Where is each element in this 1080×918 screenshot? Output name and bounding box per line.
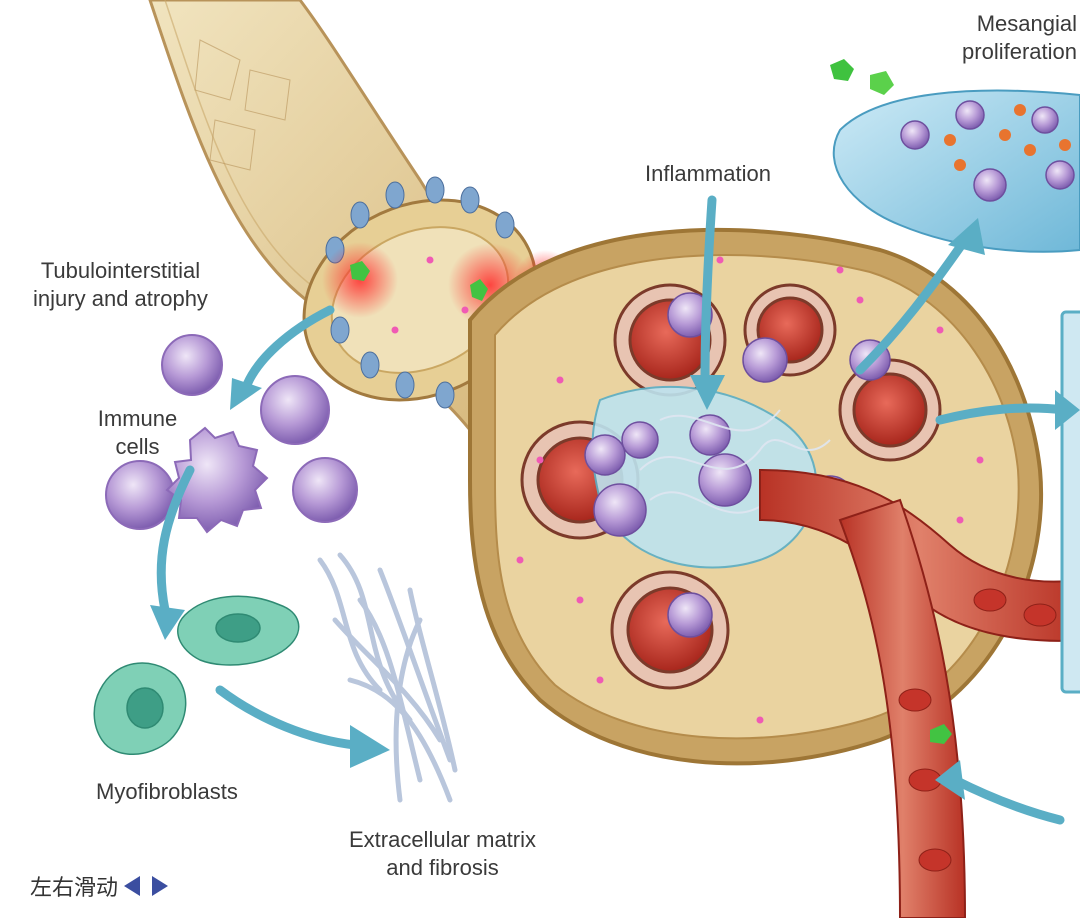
label-immune-line1: Immune bbox=[97, 406, 178, 431]
swipe-text: 左右滑动 bbox=[30, 876, 119, 901]
swipe-right-icon[interactable] bbox=[152, 876, 169, 896]
label-inflammation: Inflammation bbox=[645, 161, 771, 186]
arrow-to-right-panel bbox=[935, 403, 1070, 425]
arrow-bottom-right bbox=[950, 775, 1065, 825]
immune-cells-cluster bbox=[105, 334, 358, 534]
mesangial-plate bbox=[830, 59, 1080, 253]
label-tubulointerstitial: Tubulointerstitial injury and atrophy bbox=[18, 257, 223, 313]
label-tubulo-line2: injury and atrophy bbox=[33, 286, 208, 311]
label-myofibroblasts: Myofibroblasts bbox=[96, 779, 238, 804]
extracellular-matrix-fibers bbox=[317, 552, 458, 803]
label-mesangial-proliferation: Mesangial proliferation bbox=[962, 10, 1077, 66]
label-ecm-line2: and fibrosis bbox=[386, 855, 499, 880]
arrow-to-mesangial bbox=[855, 235, 970, 375]
label-tubulo-line1: Tubulointerstitial bbox=[40, 258, 201, 283]
myofibroblasts-cells bbox=[93, 595, 300, 755]
arrow-tubule-to-immune bbox=[240, 305, 335, 395]
swipe-left-icon[interactable] bbox=[124, 876, 141, 896]
arrow-myofibroblast-to-ecm bbox=[215, 685, 360, 750]
label-immune-line2: cells bbox=[115, 434, 160, 459]
arrow-inflammation bbox=[700, 195, 717, 385]
arrow-immune-to-myofibroblast bbox=[156, 465, 195, 615]
swipe-hint: 左右滑动 bbox=[30, 870, 169, 902]
process-arrows bbox=[156, 195, 1070, 825]
label-extracellular-matrix: Extracellular matrix and fibrosis bbox=[330, 826, 555, 882]
glomerulus bbox=[391, 228, 1080, 918]
green-markers bbox=[350, 261, 952, 744]
side-panel-edge bbox=[1060, 310, 1080, 694]
label-mesangial-line1: Mesangial bbox=[976, 11, 1077, 36]
arrow-heads bbox=[150, 218, 1080, 800]
label-ecm-line1: Extracellular matrix bbox=[348, 827, 537, 852]
label-mesangial-line2: proliferation bbox=[962, 39, 1077, 64]
label-immune-cells: Immune cells bbox=[85, 405, 190, 461]
